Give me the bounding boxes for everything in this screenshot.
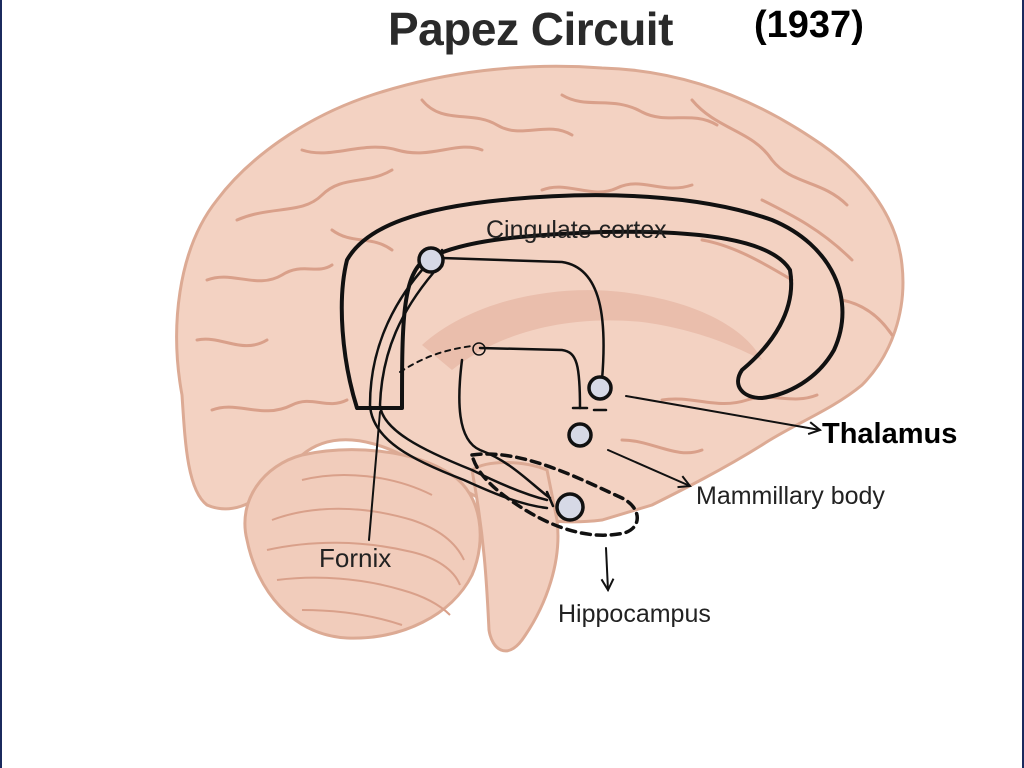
slide-title: Papez Circuit: [388, 3, 673, 55]
dashed-target: [472, 342, 486, 356]
cerebellum-folia: [266, 474, 465, 626]
cingulate-node: [417, 246, 445, 274]
thalamus-arrow: [625, 395, 820, 430]
hippocampus-arrow: [606, 547, 608, 590]
cingulate-gyrus-outline: [339, 193, 845, 410]
brain-illustration: [175, 64, 905, 653]
thalamus-cortex-path: [478, 346, 582, 410]
label-mammillary-body: Mammillary body: [696, 482, 885, 510]
fornix-pointer: [368, 411, 381, 541]
fornix-path: [378, 270, 549, 502]
fornix-path-inner: [368, 268, 549, 510]
label-fornix: Fornix: [319, 543, 391, 573]
ventricle-region: [422, 290, 762, 370]
hippocampus-outline: [470, 452, 639, 537]
slide-title-year: (1937): [754, 4, 864, 46]
hippocampal-path: [458, 358, 552, 500]
mammillary-node: [567, 422, 593, 448]
tbar-mammillary: [545, 490, 555, 508]
thalamus-node: [587, 375, 613, 401]
label-hippocampus: Hippocampus: [558, 600, 711, 628]
dashed-projection: [399, 345, 473, 373]
hippocampus-node: [555, 492, 585, 522]
label-thalamus: Thalamus: [822, 418, 958, 450]
brainstem: [470, 461, 560, 653]
labels: Cingulate cortex Mammillary body Fornix …: [319, 216, 885, 628]
label-cingulate-cortex: Cingulate cortex: [486, 216, 667, 244]
cingulate-projection-path: [440, 256, 605, 382]
mammillary-arrow: [607, 449, 690, 486]
papez-circuit: [339, 193, 845, 590]
